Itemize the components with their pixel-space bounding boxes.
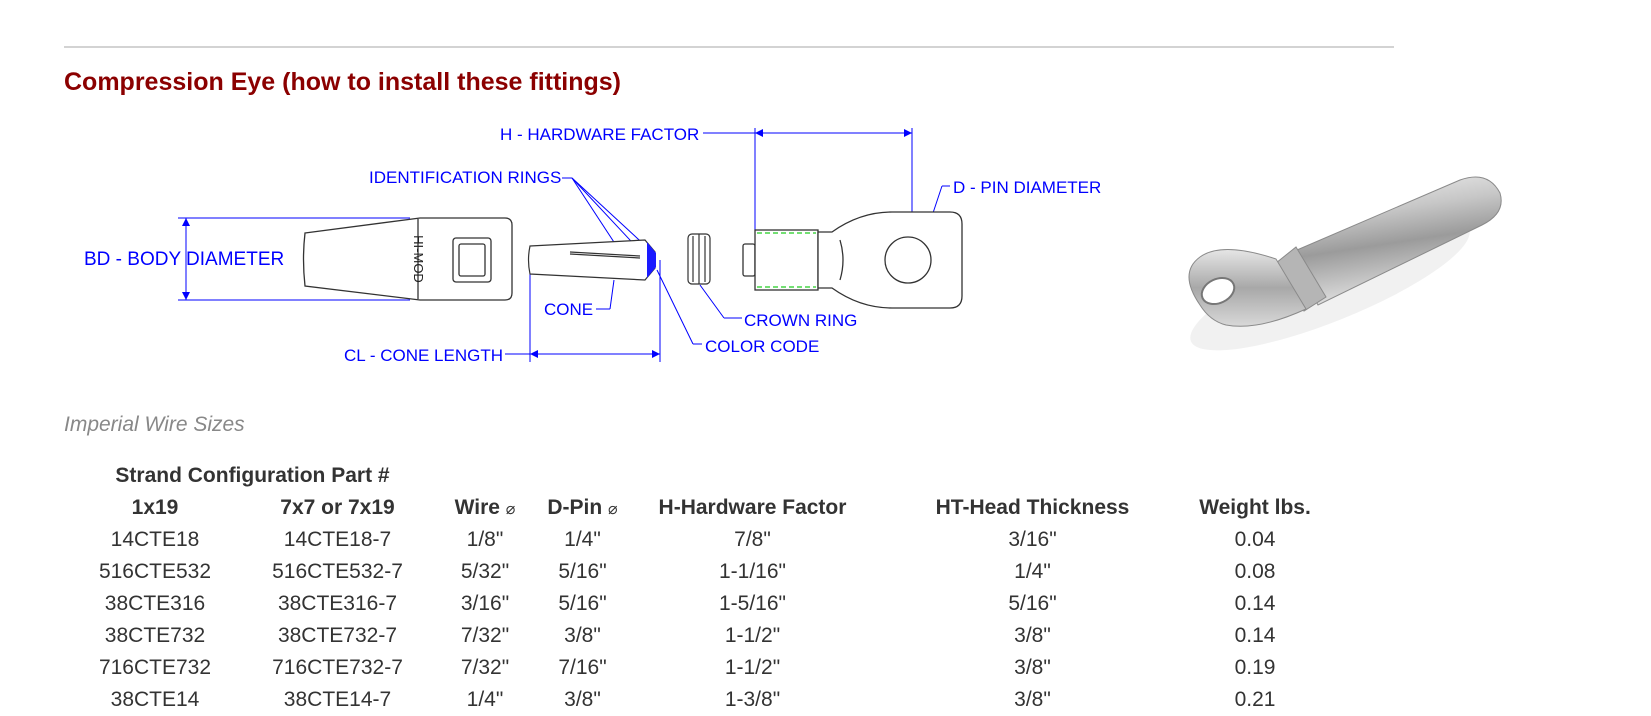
- table-cell-weight: 0.04: [1234, 528, 1276, 551]
- column-header-hardware-factor: H-Hardware Factor: [658, 496, 847, 519]
- specifications-table: Strand Configuration Part # 1x19 7x7 or …: [70, 460, 1320, 716]
- table-row: 38CTE14 38CTE14-7 1/4" 3/8" 1-3/8" 3/8" …: [70, 684, 1320, 716]
- table-row: 14CTE18 14CTE18-7 1/8" 1/4" 7/8" 3/16" 0…: [70, 524, 1320, 556]
- table-cell-hardware-factor: 1-1/16": [719, 560, 786, 583]
- cone-label: CONE: [544, 300, 593, 319]
- table-cell-hardware-factor: 1-1/2": [724, 624, 781, 647]
- color-code-label: COLOR CODE: [705, 337, 819, 356]
- table-cell-part-7x7[interactable]: 38CTE14-7: [283, 688, 392, 711]
- column-header-head-thickness: HT-Head Thickness: [935, 496, 1130, 519]
- table-cell-hardware-factor: 1-5/16": [719, 592, 786, 615]
- table-row: 38CTE316 38CTE316-7 3/16" 5/16" 1-5/16" …: [70, 588, 1320, 620]
- table-cell-part-7x7[interactable]: 14CTE18-7: [283, 528, 392, 551]
- column-header-1x19: 1x19: [131, 496, 179, 519]
- table-cell-weight: 0.14: [1234, 624, 1276, 647]
- table-row: 516CTE532 516CTE532-7 5/32" 5/16" 1-1/16…: [70, 556, 1320, 588]
- table-cell-wire: 7/32": [460, 656, 510, 679]
- column-header-wire: Wire ⌀: [454, 496, 516, 519]
- body-diameter-label: BD - BODY DIAMETER: [84, 249, 284, 270]
- table-cell-part-7x7[interactable]: 38CTE732-7: [277, 624, 398, 647]
- table-cell-wire: 7/32": [460, 624, 510, 647]
- table-cell-part-1x19[interactable]: 38CTE14: [110, 688, 200, 711]
- table-cell-head-thickness: 3/8": [1014, 624, 1051, 647]
- column-header-7x7: 7x7 or 7x19: [280, 496, 395, 519]
- diameter-symbol: ⌀: [608, 501, 618, 518]
- table-cell-head-thickness: 3/16": [1008, 528, 1057, 551]
- hardware-factor-label: H - HARDWARE FACTOR: [500, 125, 699, 144]
- section-divider: [64, 46, 1394, 48]
- table-cell-weight: 0.21: [1234, 688, 1276, 711]
- diameter-symbol: ⌀: [505, 501, 516, 518]
- table-row: 38CTE732 38CTE732-7 7/32" 3/8" 1-1/2" 3/…: [70, 620, 1320, 652]
- table-cell-dpin: 5/16": [558, 560, 607, 583]
- cone-length-label: CL - CONE LENGTH: [344, 346, 503, 365]
- pin-diameter-label: D - PIN DIAMETER: [953, 178, 1101, 197]
- column-header-weight: Weight lbs.: [1199, 496, 1311, 519]
- table-cell-weight: 0.08: [1234, 560, 1276, 583]
- table-cell-weight: 0.19: [1234, 656, 1276, 679]
- crown-ring-label: CROWN RING: [744, 311, 857, 330]
- table-cell-dpin: 7/16": [558, 656, 607, 679]
- table-cell-wire: 5/32": [460, 560, 510, 583]
- body-marking-text: HI-MOD: [411, 235, 426, 283]
- table-cell-dpin: 3/8": [564, 688, 601, 711]
- strand-configuration-header: Strand Configuration Part #: [115, 464, 390, 487]
- table-cell-part-7x7[interactable]: 716CTE732-7: [272, 656, 403, 679]
- table-cell-part-1x19[interactable]: 516CTE532: [98, 560, 212, 583]
- table-cell-head-thickness: 5/16": [1008, 592, 1057, 615]
- table-cell-part-1x19[interactable]: 38CTE732: [104, 624, 206, 647]
- identification-rings-label: IDENTIFICATION RINGS: [369, 168, 561, 187]
- table-cell-weight: 0.14: [1234, 592, 1276, 615]
- product-photo[interactable]: [1170, 165, 1530, 355]
- table-cell-wire: 1/4": [466, 688, 504, 711]
- table-body: 14CTE18 14CTE18-7 1/8" 1/4" 7/8" 3/16" 0…: [70, 524, 1320, 716]
- table-cell-wire: 3/16": [460, 592, 510, 615]
- table-row: 716CTE732 716CTE732-7 7/32" 7/16" 1-1/2"…: [70, 652, 1320, 684]
- fitting-diagram: HI-MOD H - HARDWARE FACTOR IDENTIFICATIO…: [84, 125, 1101, 365]
- column-header-dpin: D-Pin ⌀: [547, 496, 618, 519]
- table-cell-part-7x7[interactable]: 516CTE532-7: [272, 560, 403, 583]
- table-cell-dpin: 1/4": [564, 528, 601, 551]
- table-subtitle: Imperial Wire Sizes: [64, 413, 245, 436]
- table-cell-hardware-factor: 7/8": [734, 528, 771, 551]
- table-cell-dpin: 3/8": [564, 624, 601, 647]
- section-title[interactable]: Compression Eye (how to install these fi…: [64, 68, 622, 96]
- table-cell-hardware-factor: 1-1/2": [724, 656, 781, 679]
- table-cell-head-thickness: 3/8": [1014, 688, 1051, 711]
- table-cell-hardware-factor: 1-3/8": [724, 688, 781, 711]
- table-cell-head-thickness: 3/8": [1014, 656, 1051, 679]
- table-cell-part-7x7[interactable]: 38CTE316-7: [277, 592, 398, 615]
- table-cell-part-1x19[interactable]: 38CTE316: [104, 592, 206, 615]
- table-cell-head-thickness: 1/4": [1014, 560, 1051, 583]
- table-cell-dpin: 5/16": [558, 592, 607, 615]
- table-cell-wire: 1/8": [466, 528, 504, 551]
- table-cell-part-1x19[interactable]: 14CTE18: [110, 528, 200, 551]
- table-cell-part-1x19[interactable]: 716CTE732: [98, 656, 212, 679]
